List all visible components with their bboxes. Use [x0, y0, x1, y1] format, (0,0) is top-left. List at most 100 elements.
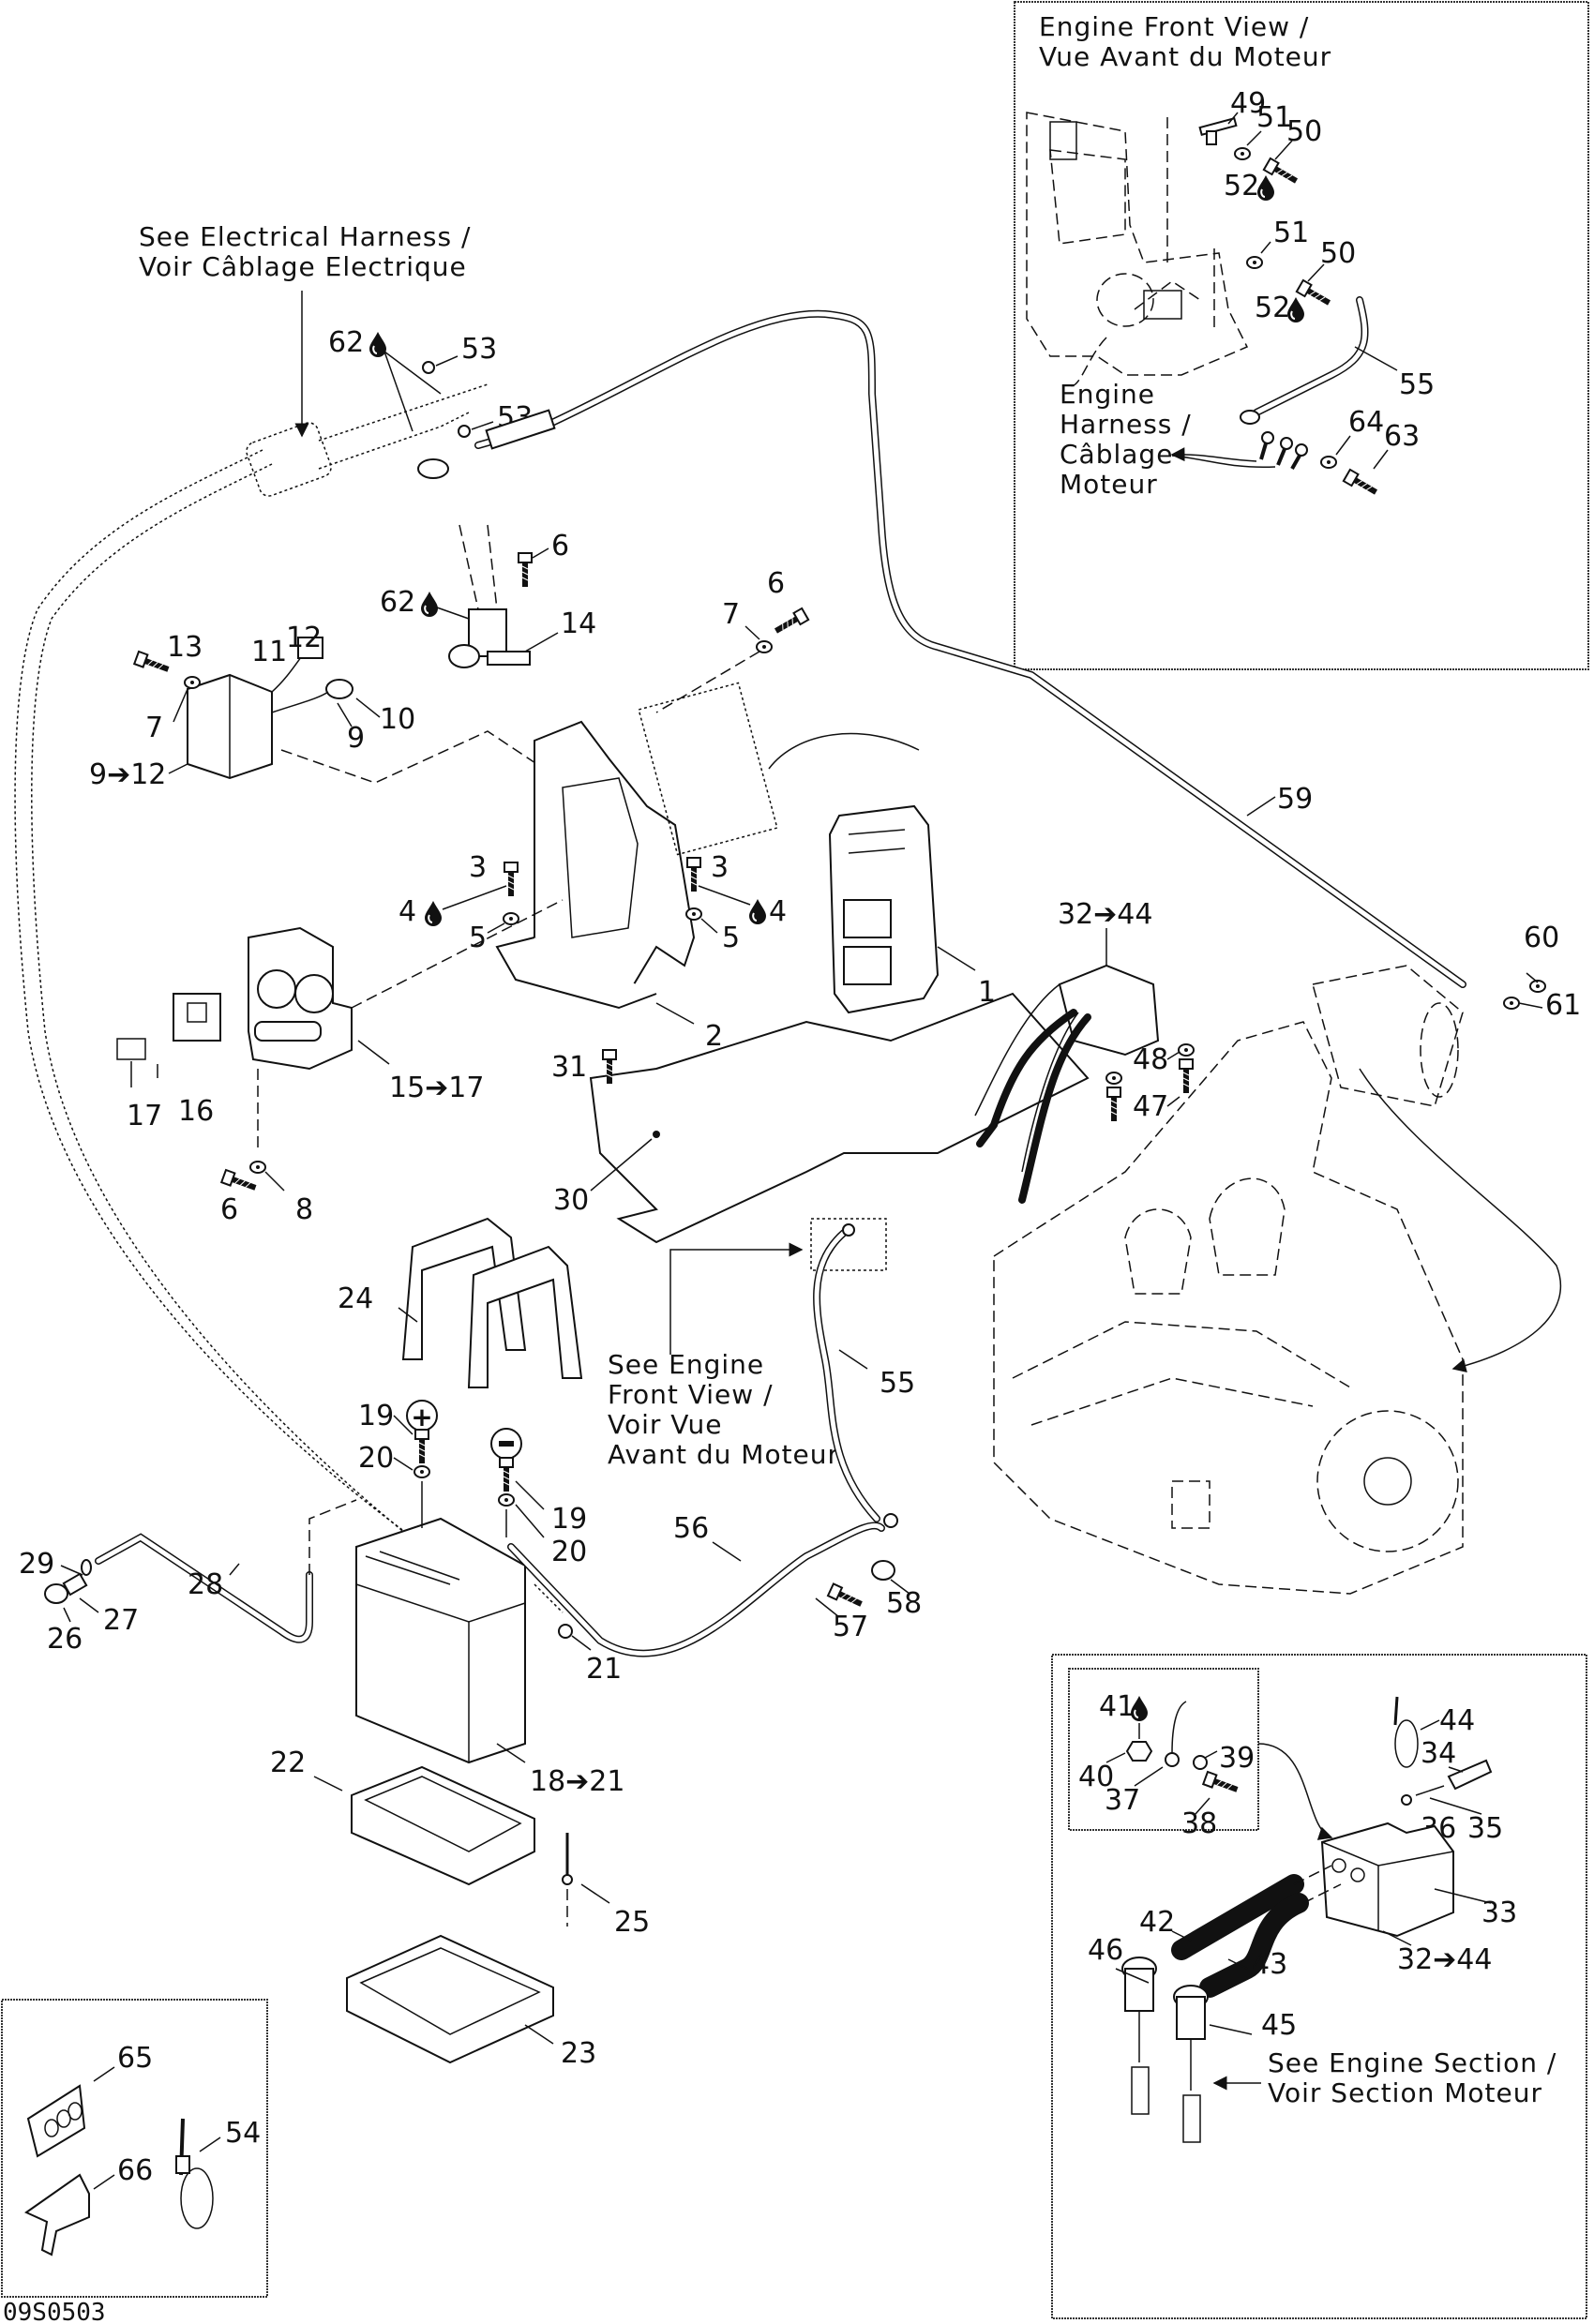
label-part-19a: 19: [358, 1400, 394, 1432]
clip-66: [23, 2173, 90, 2257]
vent-fitting: [44, 1559, 92, 1604]
bracket-2: [495, 720, 696, 1010]
ecm-module: [828, 804, 940, 1014]
label-part-58: 58: [886, 1587, 922, 1620]
label-part-48: 48: [1133, 1043, 1168, 1076]
see-engine-front-view-line-3: Voir Vue: [608, 1409, 723, 1440]
starter-motor: [1312, 965, 1464, 1107]
label-part-6c: 6: [220, 1193, 238, 1226]
label-part-60: 60: [1524, 922, 1559, 954]
electrical-harness-callout: See Electrical Harness / Voir Câblage El…: [139, 221, 471, 438]
vent-hose-28: [95, 1533, 313, 1643]
inset-engine-front-view: Engine Front View / Vue Avant du Moteur …: [1014, 1, 1589, 670]
sealant-drop-icon: [1256, 174, 1275, 202]
heat-shield-30: [589, 992, 1090, 1244]
label-part-55a: 55: [1399, 368, 1435, 401]
engine-harness-line-3: Câblage: [1060, 439, 1173, 470]
inset-title-line-2: Vue Avant du Moteur: [1039, 41, 1331, 72]
label-part-13: 13: [167, 631, 203, 664]
electrical-harness-dashed: [14, 383, 489, 1548]
inset-ignition-coil: 41 40 37 39 38 44 34 35 36: [1051, 1654, 1587, 2319]
label-part-51b: 51: [1273, 217, 1309, 249]
label-part-66: 66: [117, 2154, 153, 2187]
label-part-63: 63: [1384, 420, 1420, 453]
coil-box-33: [1320, 1822, 1454, 1938]
engine-front-sketch: [1026, 112, 1249, 387]
label-part-25: 25: [614, 1906, 650, 1939]
label-part-28: 28: [188, 1568, 223, 1601]
inset-title-line-1: Engine Front View /: [1039, 11, 1309, 42]
label-part-22: 22: [270, 1747, 306, 1779]
label-part-20b: 20: [551, 1536, 587, 1568]
label-part-55b: 55: [880, 1367, 915, 1400]
clip-65: [26, 2084, 86, 2158]
label-part-15-17: 15➔17: [389, 1072, 484, 1104]
engine-harness-line-1: Engine: [1060, 379, 1155, 410]
label-part-52a: 52: [1224, 170, 1259, 202]
label-part-19b: 19: [551, 1503, 587, 1536]
rectifier-module: [187, 637, 353, 780]
electrical-harness-line-2: Voir Câblage Electrique: [139, 251, 467, 282]
label-part-5b: 5: [722, 922, 740, 954]
label-part-2: 2: [705, 1020, 723, 1053]
label-part-64: 64: [1348, 406, 1384, 439]
label-part-26: 26: [47, 1623, 83, 1656]
label-part-17: 17: [127, 1100, 162, 1132]
connector-34: [1447, 1759, 1493, 1791]
engine-harness-line-2: Harness /: [1060, 409, 1192, 440]
label-part-50a: 50: [1286, 115, 1322, 148]
label-part-14: 14: [561, 607, 596, 640]
see-engine-front-view-line-1: See Engine: [608, 1349, 764, 1380]
label-part-40: 40: [1078, 1761, 1114, 1793]
cable-tie-54: [175, 2118, 214, 2229]
label-part-18-21: 18➔21: [530, 1765, 624, 1798]
label-part-12: 12: [286, 622, 322, 654]
inset-coil-border: [1051, 1654, 1587, 2319]
label-part-61: 61: [1545, 989, 1581, 1022]
label-part-62a: 62: [328, 326, 364, 359]
label-part-52b: 52: [1255, 292, 1290, 324]
battery-straps-24: [401, 1217, 583, 1388]
positive-symbol: +: [411, 1402, 432, 1432]
cable-tie-44: [1393, 1696, 1419, 1768]
label-part-49: 49: [1230, 87, 1266, 120]
label-part-5a: 5: [469, 922, 487, 954]
sealant-drop-icon: [424, 900, 443, 927]
label-part-33: 33: [1481, 1897, 1517, 1929]
label-part-27: 27: [103, 1604, 139, 1637]
label-part-51a: 51: [1256, 101, 1292, 134]
label-part-53a: 53: [461, 333, 497, 366]
label-part-45: 45: [1261, 2009, 1297, 2042]
label-part-9: 9: [347, 722, 365, 755]
label-part-24: 24: [338, 1282, 373, 1315]
label-part-7a: 7: [145, 712, 163, 744]
label-part-32-44a: 32➔44: [1058, 898, 1152, 931]
spark-plug-boots: [1121, 1957, 1209, 2143]
label-part-23: 23: [561, 2037, 596, 2070]
engine-harness-terminals: [1259, 431, 1308, 470]
label-part-59: 59: [1277, 783, 1313, 816]
label-part-50b: 50: [1320, 237, 1356, 270]
label-part-32-44b: 32➔44: [1397, 1943, 1492, 1976]
battery-tray-22: [351, 1765, 535, 1886]
engine-block-sketch: [993, 1021, 1464, 1595]
electrical-harness-line-1: See Electrical Harness /: [139, 221, 471, 252]
negative-symbol: [499, 1441, 514, 1447]
label-part-21: 21: [586, 1653, 622, 1686]
label-part-35: 35: [1467, 1812, 1503, 1845]
label-part-56: 56: [673, 1512, 709, 1545]
label-part-6a: 6: [551, 530, 569, 562]
sealant-drop-icon: [368, 331, 387, 358]
bracket-49: [1198, 116, 1238, 145]
label-part-1: 1: [978, 976, 996, 1009]
inset-clips-border: [1, 1999, 268, 2298]
see-engine-front-view-line-2: Front View /: [608, 1379, 774, 1410]
see-engine-section-line-2: Voir Section Moteur: [1268, 2077, 1542, 2108]
see-engine-front-view-line-4: Avant du Moteur: [608, 1439, 839, 1470]
inset-ground-border: [1068, 1668, 1259, 1831]
label-part-3a: 3: [469, 851, 487, 884]
label-part-47: 47: [1133, 1090, 1168, 1123]
label-part-43: 43: [1252, 1948, 1287, 1981]
label-part-7b: 7: [722, 598, 740, 631]
cable-59: [417, 309, 1466, 988]
